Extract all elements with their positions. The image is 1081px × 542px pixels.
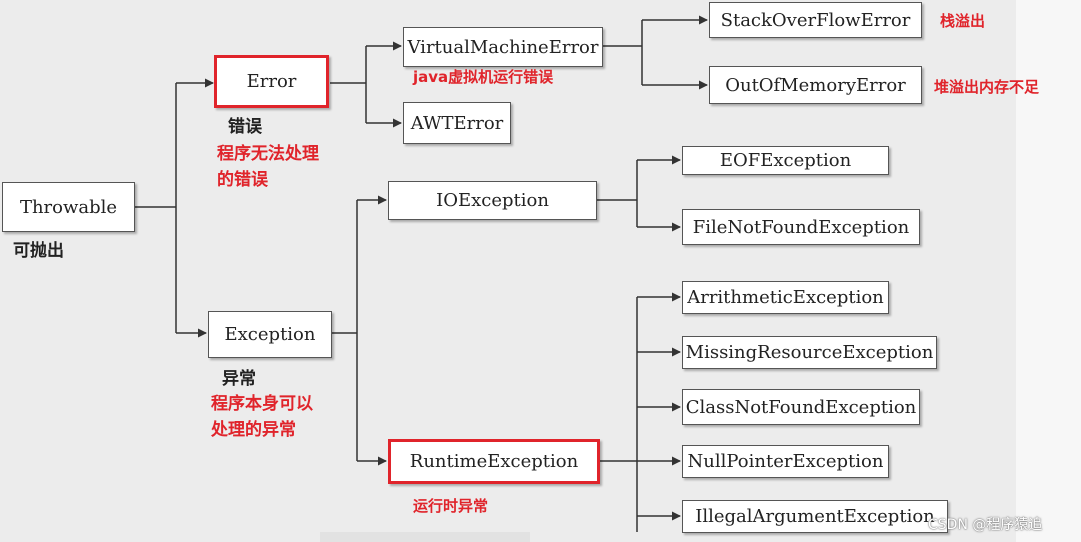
right-page-strip bbox=[1016, 0, 1081, 542]
node-throwable: Throwable bbox=[2, 182, 135, 232]
note-out-of-memory: 堆溢出内存不足 bbox=[934, 78, 1040, 96]
note-error: 错误 bbox=[228, 117, 262, 137]
node-eof-exception: EOFException bbox=[682, 146, 889, 175]
node-illegal-argument-exception: IllegalArgumentException bbox=[682, 500, 948, 533]
note-exception: 异常 bbox=[222, 369, 256, 389]
node-io-exception: IOException bbox=[388, 181, 597, 220]
note-exception-desc-line1: 程序本身可以 bbox=[211, 394, 313, 414]
note-error-desc-line1: 程序无法处理 bbox=[217, 144, 319, 164]
node-stack-overflow-error: StackOverFlowError bbox=[709, 2, 922, 38]
node-out-of-memory-error: OutOfMemoryError bbox=[709, 66, 922, 104]
node-exception: Exception bbox=[208, 311, 332, 358]
node-null-pointer-exception: NullPointerException bbox=[682, 445, 889, 478]
node-error: Error bbox=[214, 55, 329, 108]
node-arithmetic-exception: ArrithmeticException bbox=[682, 281, 889, 314]
node-virtual-machine-error: VirtualMachineError bbox=[403, 27, 603, 67]
node-runtime-exception: RuntimeException bbox=[388, 439, 600, 484]
note-exception-desc-line2: 处理的异常 bbox=[211, 420, 296, 440]
note-stack-overflow: 栈溢出 bbox=[940, 12, 986, 30]
note-error-desc-line2: 的错误 bbox=[217, 170, 268, 190]
node-awt-error: AWTError bbox=[403, 102, 511, 144]
bottom-page-residue bbox=[320, 532, 530, 542]
watermark-text: CSDN @程序猿追 bbox=[928, 517, 1043, 533]
node-file-not-found-exception: FileNotFoundException bbox=[682, 209, 920, 245]
node-class-not-found-exception: ClassNotFoundException bbox=[682, 389, 920, 425]
note-runtime-exception: 运行时异常 bbox=[413, 497, 489, 515]
note-vm-error: java虚拟机运行错误 bbox=[413, 68, 554, 86]
node-missing-resource-exception: MissingResourceException bbox=[682, 336, 937, 369]
note-throwable: 可抛出 bbox=[13, 241, 64, 261]
